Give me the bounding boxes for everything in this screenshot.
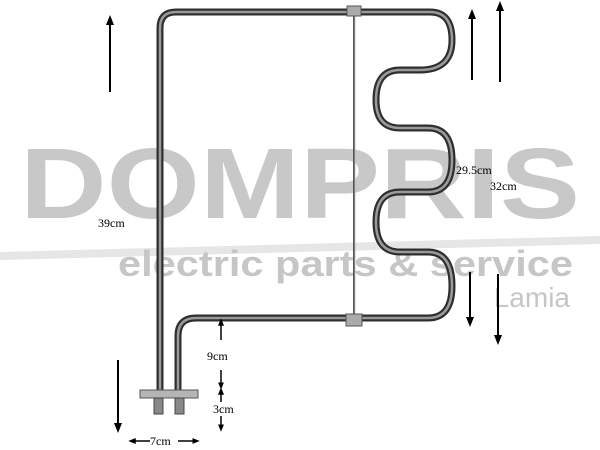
dimension-labels: 39cm 29.5cm 32cm 9cm 3cm 7cm (98, 163, 517, 448)
support-clip-top (346, 5, 362, 17)
label-terminal-width: 7cm (150, 434, 171, 448)
watermark: DOMPRIS electric parts & service Lamia (0, 128, 600, 313)
terminal-right (174, 397, 185, 415)
label-height-left: 39cm (98, 216, 125, 230)
watermark-brand: DOMPRIS (20, 128, 580, 240)
dimension-arrows (106, 1, 504, 444)
label-terminal-height: 3cm (213, 402, 234, 416)
label-outer-height: 32cm (490, 179, 517, 193)
mounting-plate (139, 389, 199, 399)
element-tube-highlight (158, 10, 454, 395)
watermark-stripe (0, 236, 600, 260)
support-clip-bottom (345, 313, 363, 327)
terminal-left (153, 397, 164, 415)
watermark-tagline: electric parts & service (118, 243, 573, 284)
label-foot-height: 9cm (207, 349, 228, 363)
watermark-location: Lamia (494, 282, 571, 313)
label-inner-height: 29.5cm (456, 163, 492, 177)
heating-element (139, 5, 456, 415)
